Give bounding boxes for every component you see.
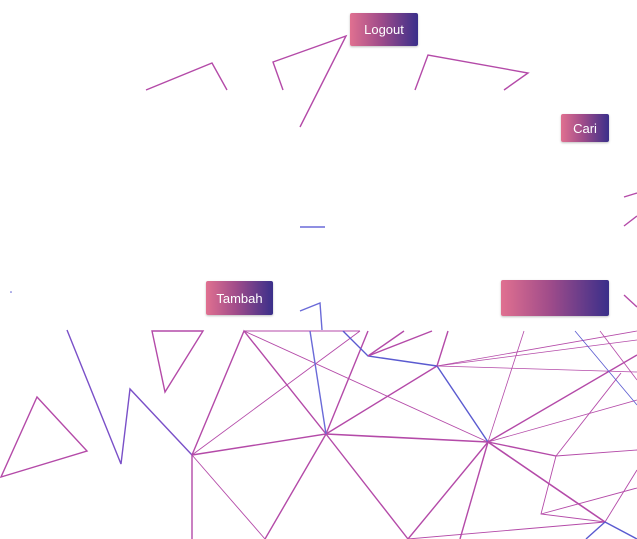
search-button[interactable]: Cari	[561, 114, 609, 142]
add-button[interactable]: Tambah	[206, 281, 273, 315]
logout-button[interactable]: Logout	[350, 13, 418, 46]
unlabeled-button[interactable]	[501, 280, 609, 316]
